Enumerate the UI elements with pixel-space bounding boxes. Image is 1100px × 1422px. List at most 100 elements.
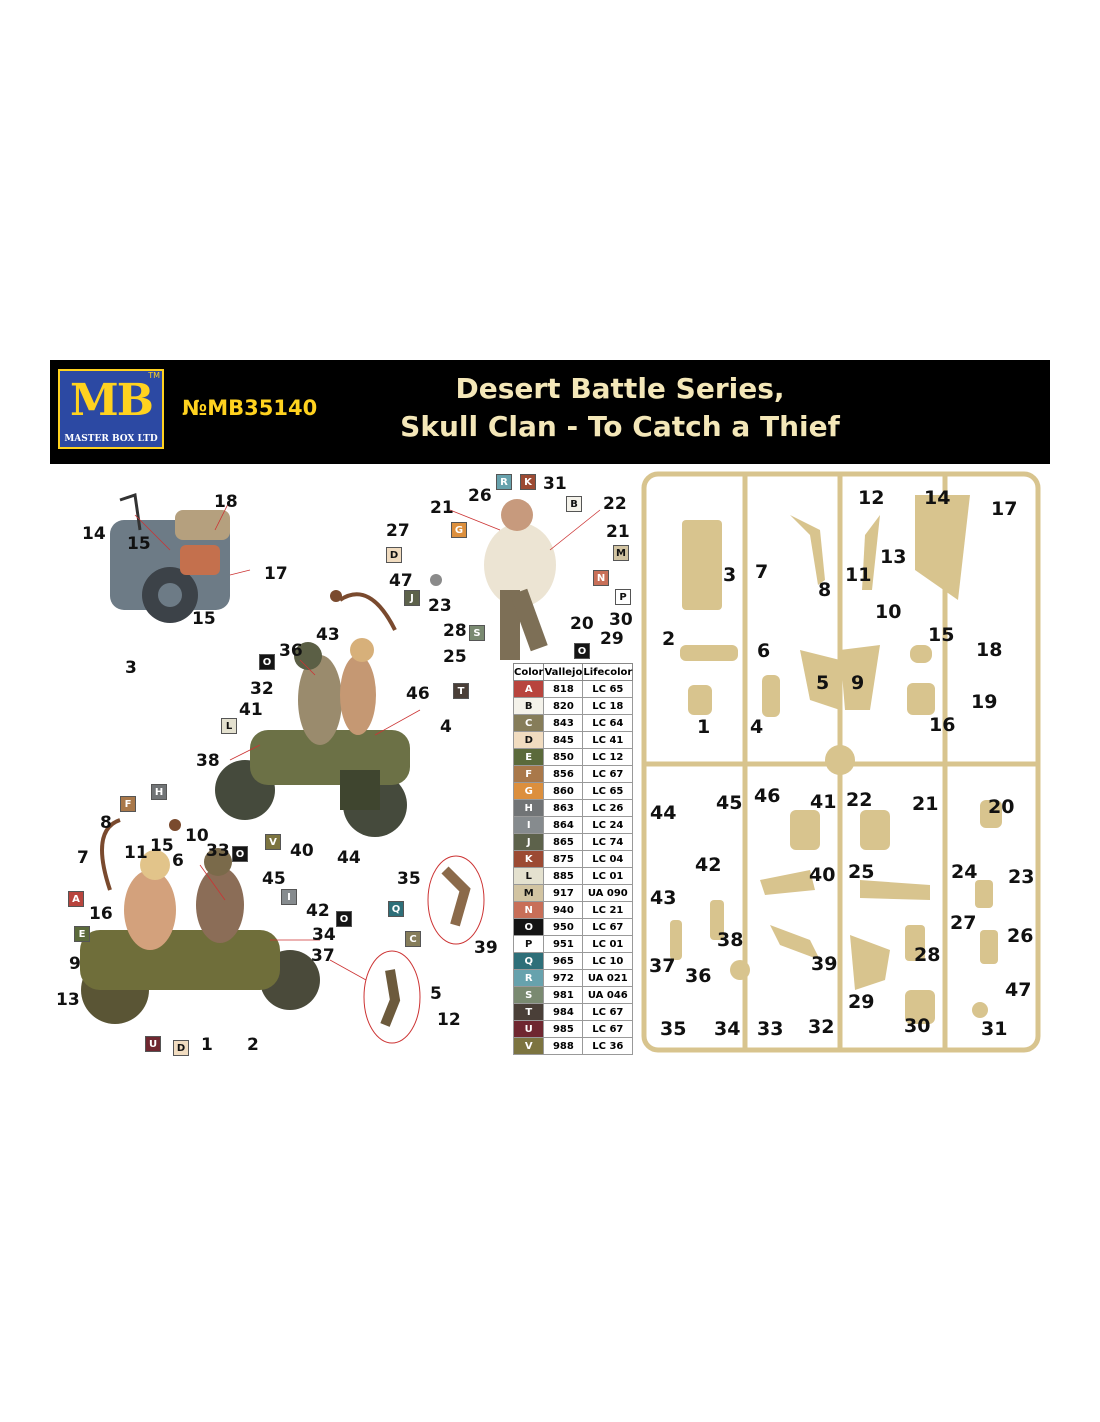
color-code-cell: B: [512, 697, 545, 715]
color-box: R: [496, 474, 512, 490]
callout-number: 31: [543, 474, 567, 494]
sprue-part-number: 9: [851, 672, 865, 694]
color-box: P: [615, 589, 631, 605]
sidecar-riders-drawing: [80, 818, 320, 1024]
callout-number: 9: [69, 954, 81, 974]
sprue-part-number: 20: [988, 796, 1015, 818]
sprue-center-gate: [825, 745, 855, 775]
vallejo-code-cell: 856: [543, 765, 584, 783]
callout-number: 21: [606, 522, 630, 542]
logo-letters: MB: [70, 375, 154, 426]
callout-number: 45: [262, 869, 286, 889]
callout-number: 30: [609, 610, 633, 630]
callout-number: 15: [127, 534, 151, 554]
lifecolor-code-cell: UA 090: [582, 884, 634, 902]
callout-number: 38: [196, 751, 220, 771]
vallejo-code-cell: 885: [543, 867, 584, 885]
callout-number: 33: [206, 841, 230, 861]
sprue-part-number: 32: [808, 1016, 835, 1038]
sprue-part-number: 25: [848, 861, 875, 883]
sprue-part-number: 10: [875, 601, 902, 623]
sprue-part-number: 33: [757, 1018, 784, 1040]
callout-number: 25: [443, 647, 467, 667]
callout-number: 16: [89, 904, 113, 924]
color-box: E: [74, 926, 90, 942]
lifecolor-code-cell: LC 67: [582, 1020, 634, 1038]
callout-number: 27: [386, 521, 410, 541]
callout-number: 28: [443, 621, 467, 641]
lifecolor-code-cell: LC 01: [582, 935, 634, 953]
vallejo-code-cell: 860: [543, 782, 584, 800]
callout-number: 13: [56, 990, 80, 1010]
callout-number: 29: [600, 629, 624, 649]
color-box: O: [336, 911, 352, 927]
lifecolor-code-cell: LC 36: [582, 1037, 634, 1055]
color-code-cell: H: [512, 799, 545, 817]
color-box: D: [173, 1040, 189, 1056]
color-code-cell: U: [512, 1020, 545, 1038]
vallejo-code-cell: 850: [543, 748, 584, 766]
sprue-part-number: 18: [976, 639, 1003, 661]
callout-number: 15: [192, 609, 216, 629]
sprue-part-number: 39: [811, 953, 838, 975]
vallejo-code-cell: 865: [543, 833, 584, 851]
sprue-part-number: 46: [754, 785, 781, 807]
sprue-part-number: 22: [846, 789, 873, 811]
callout-number: 17: [264, 564, 288, 584]
lifecolor-code-cell: LC 18: [582, 697, 634, 715]
callout-number: 44: [337, 848, 361, 868]
sprue-part-number: 8: [818, 579, 832, 601]
callout-number: 21: [430, 498, 454, 518]
lifecolor-code-cell: LC 10: [582, 952, 634, 970]
sprue-part-number: 14: [924, 487, 951, 509]
color-box: B: [566, 496, 582, 512]
sprue-frame: [641, 471, 1041, 1053]
lifecolor-code-cell: LC 74: [582, 833, 634, 851]
logo-trademark: TM: [148, 371, 160, 380]
callout-number: 34: [312, 925, 336, 945]
logo-subtitle: MASTER BOX LTD: [64, 434, 158, 444]
vallejo-code-cell: 988: [543, 1037, 584, 1055]
color-box: S: [469, 625, 485, 641]
callout-number: 5: [430, 984, 442, 1004]
callout-number: 6: [172, 851, 184, 871]
sprue-part-number: 21: [912, 793, 939, 815]
color-box: Q: [388, 901, 404, 917]
vallejo-code-cell: 820: [543, 697, 584, 715]
color-code-cell: I: [512, 816, 545, 834]
lifecolor-code-cell: UA 021: [582, 969, 634, 987]
vallejo-code-cell: 917: [543, 884, 584, 902]
parts-sprue: [641, 471, 1041, 1053]
lifecolor-code-cell: LC 67: [582, 918, 634, 936]
sprue-part-number: 7: [755, 561, 769, 583]
vallejo-code-cell: 985: [543, 1020, 584, 1038]
column-header: Lifecolor: [582, 663, 634, 681]
sprue-part-number: 31: [981, 1018, 1008, 1040]
column-header: Vallejo: [543, 663, 584, 681]
callout-number: 47: [389, 571, 413, 591]
motorcycle-riders-drawing: [215, 590, 410, 837]
lifecolor-code-cell: LC 67: [582, 765, 634, 783]
sprue-part-number: 28: [914, 944, 941, 966]
sprue-parts: [670, 495, 1002, 1024]
color-code-cell: S: [512, 986, 545, 1004]
assembly-illustration: [80, 493, 601, 1044]
color-box: O: [574, 643, 590, 659]
vallejo-code-cell: 864: [543, 816, 584, 834]
vallejo-code-cell: 818: [543, 680, 584, 698]
color-box: L: [221, 718, 237, 734]
lifecolor-code-cell: LC 21: [582, 901, 634, 919]
sprue-part-number: 29: [848, 991, 875, 1013]
sprue-part-number: 42: [695, 854, 722, 876]
sprue-part-number: 23: [1008, 866, 1035, 888]
color-box: O: [232, 846, 248, 862]
